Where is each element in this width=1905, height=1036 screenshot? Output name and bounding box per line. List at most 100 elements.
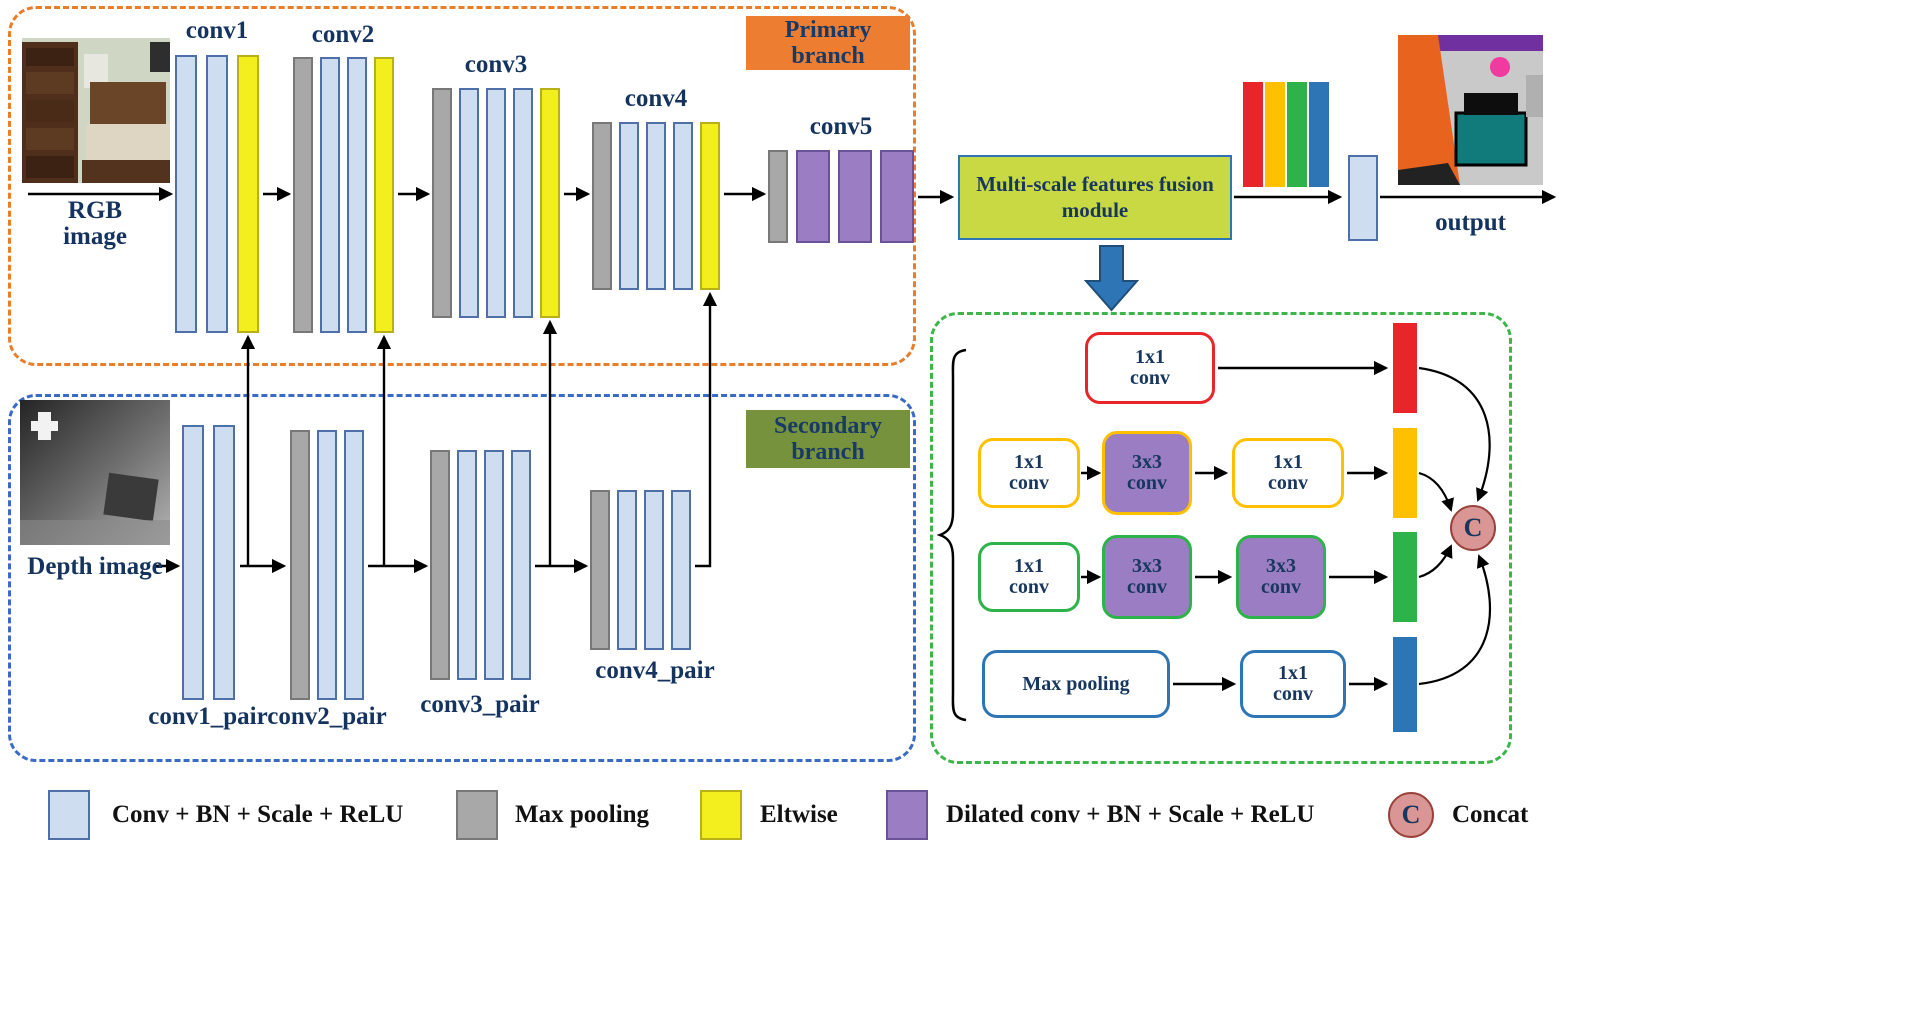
box-text-line2: conv — [1009, 472, 1049, 494]
conv-bar — [175, 55, 197, 333]
feature-bar-green — [1393, 532, 1417, 622]
conv-bar — [1348, 155, 1378, 241]
label-conv3-pair: conv3_pair — [420, 691, 540, 718]
feature-bar-yellow — [1393, 428, 1417, 518]
conv-bar — [320, 57, 340, 333]
depth-image-label: Depth image — [27, 553, 163, 580]
conv-1x1-box: 1x1 conv — [978, 438, 1080, 508]
legend-label-maxpool: Max pooling — [515, 801, 650, 828]
conv-3x3-box: 3x3 conv — [1236, 535, 1326, 619]
box-text-line2: conv — [1127, 576, 1167, 598]
eltwise-bar — [540, 88, 560, 318]
feature-bar-yellow — [1265, 82, 1285, 187]
legend-swatch-maxpool — [456, 790, 498, 840]
label-conv2: conv2 — [311, 21, 375, 48]
feature-bar-green — [1287, 82, 1307, 187]
legend-label-concat: Concat — [1452, 801, 1529, 828]
label-conv5: conv5 — [809, 113, 873, 140]
conv-1x1-box: 1x1 conv — [1232, 438, 1344, 508]
box-text-line1: 3x3 — [1266, 555, 1296, 577]
legend-label-dilated: Dilated conv + BN + Scale + ReLU — [946, 801, 1315, 828]
box-text-line1: 1x1 — [1014, 451, 1044, 473]
eltwise-bar — [237, 55, 259, 333]
conv-bar — [344, 430, 364, 700]
label-conv1-pair: conv1_pair — [148, 703, 268, 730]
maxpool-bar — [293, 57, 313, 333]
concat-curve-arrows — [1418, 366, 1491, 686]
max-pooling-box: Max pooling — [982, 650, 1170, 718]
primary-branch-container — [8, 6, 916, 366]
label-conv4-pair: conv4_pair — [595, 657, 715, 684]
conv-bar — [457, 450, 477, 680]
legend-swatch-dilated — [886, 790, 928, 840]
box-text-line2: conv — [1268, 472, 1308, 494]
legend-swatch-concat: C — [1388, 792, 1434, 838]
maxpool-bar — [592, 122, 612, 290]
box-text-line1: 1x1 — [1014, 555, 1044, 577]
maxpool-bar — [430, 450, 450, 680]
legend-label-conv: Conv + BN + Scale + ReLU — [112, 801, 404, 828]
fusion-detail-arrows — [1081, 360, 1389, 692]
legend-swatch-eltwise — [700, 790, 742, 840]
conv-bar — [317, 430, 337, 700]
conv-bar — [617, 490, 637, 650]
feature-bar-red — [1393, 323, 1417, 413]
conv-bar — [619, 122, 639, 290]
eltwise-bar — [374, 57, 394, 333]
skip-connection-arrows — [240, 319, 558, 566]
label-conv3: conv3 — [464, 51, 528, 78]
secondary-branch-tag: Secondary branch — [746, 410, 910, 468]
primary-branch-tag: Primary branch — [746, 16, 910, 70]
rgb-image — [22, 38, 170, 183]
conv-1x1-box: 1x1 conv — [1085, 332, 1215, 404]
box-text-line1: Max pooling — [1022, 672, 1130, 695]
output-image — [1398, 35, 1543, 185]
fusion-down-arrow — [1083, 245, 1140, 312]
conv-bar — [206, 55, 228, 333]
primary-flow-arrows — [28, 186, 1557, 205]
conv-1x1-box: 1x1 conv — [978, 542, 1080, 612]
label-conv1: conv1 — [185, 17, 249, 44]
feature-bar-blue — [1393, 637, 1417, 732]
conv-1x1-box: 1x1 conv — [1240, 650, 1346, 718]
conv-bar — [646, 122, 666, 290]
conv-bar — [511, 450, 531, 680]
maxpool-bar — [590, 490, 610, 650]
conv-bar — [213, 425, 235, 700]
box-text-line2: conv — [1009, 576, 1049, 598]
box-text-line1: 1x1 — [1135, 346, 1165, 368]
conv-bar — [182, 425, 204, 700]
box-text-line2: conv — [1130, 367, 1170, 389]
label-conv4: conv4 — [624, 85, 688, 112]
conv-bar — [484, 450, 504, 680]
conv-bar — [644, 490, 664, 650]
conv-3x3-box: 3x3 conv — [1102, 431, 1192, 515]
brace-icon — [936, 348, 967, 722]
box-text-line2: conv — [1273, 683, 1313, 705]
conv-bar — [671, 490, 691, 650]
maxpool-bar — [768, 150, 788, 243]
feature-bar-blue — [1309, 82, 1329, 187]
output-label: output — [1435, 209, 1506, 236]
legend-label-eltwise: Eltwise — [760, 801, 838, 828]
feature-bar-red — [1243, 82, 1263, 187]
rgb-image-label: RGB image — [63, 197, 127, 251]
eltwise-bar — [700, 122, 720, 290]
conv-bar — [673, 122, 693, 290]
conv-bar — [486, 88, 506, 318]
dilated-conv-bar — [796, 150, 830, 243]
fusion-module-box: Multi-scale features fusion module — [958, 155, 1232, 240]
box-text-line1: 1x1 — [1278, 662, 1308, 684]
conv-bar — [347, 57, 367, 333]
box-text-line1: 3x3 — [1132, 451, 1162, 473]
conv-bar — [459, 88, 479, 318]
dilated-conv-bar — [838, 150, 872, 243]
secondary-branch-container — [8, 394, 916, 762]
maxpool-bar — [290, 430, 310, 700]
label-conv2-pair: conv2_pair — [267, 703, 387, 730]
dilated-conv-bar — [880, 150, 914, 243]
conv-3x3-box: 3x3 conv — [1102, 535, 1192, 619]
box-text-line2: conv — [1261, 576, 1301, 598]
